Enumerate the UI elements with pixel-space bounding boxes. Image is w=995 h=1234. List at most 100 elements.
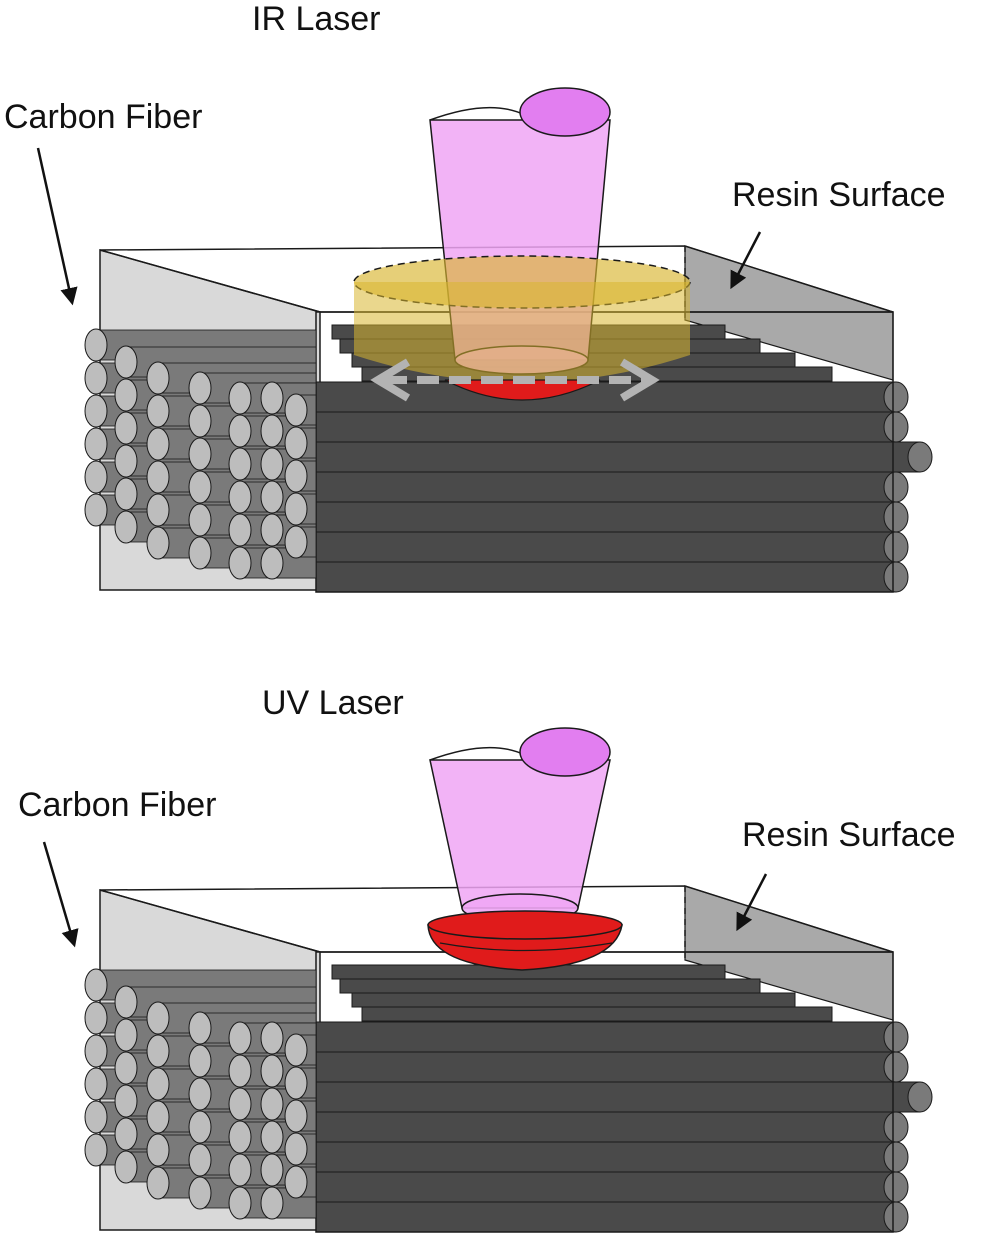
fiber-end-right xyxy=(907,441,933,473)
fiber-cross-section xyxy=(260,1153,284,1187)
ablation-zone-line xyxy=(439,942,613,952)
fiber-strand xyxy=(315,1021,897,1053)
fiber-cross-section xyxy=(84,1100,108,1134)
heat-spread-arrowhead-right xyxy=(619,358,660,402)
fiber-cross-section xyxy=(114,378,138,412)
fiber-cross-section xyxy=(188,437,212,471)
fiber-strand xyxy=(339,978,761,994)
fiber-cross-section xyxy=(284,1132,308,1166)
fiber-cross-section xyxy=(260,381,284,415)
fiber-end-right xyxy=(907,1081,933,1113)
fiber-cross-section xyxy=(114,477,138,511)
resin-surface-pointer-arrow xyxy=(730,231,762,290)
fiber-cross-section xyxy=(146,1133,170,1167)
fiber-strand xyxy=(315,1111,897,1143)
fiber-cross-section xyxy=(228,381,252,415)
ir-laser-label: IR Laser xyxy=(252,0,381,38)
fiber-cross-section xyxy=(260,480,284,514)
carbon-fiber-pointer-arrow xyxy=(42,841,79,948)
fiber-end-right xyxy=(883,1051,909,1083)
fiber-cross-section xyxy=(146,526,170,560)
fiber-cross-section xyxy=(228,1153,252,1187)
fiber-cross-section xyxy=(114,444,138,478)
fiber-cross-section xyxy=(188,1077,212,1111)
fiber-cross-section xyxy=(114,1084,138,1118)
fiber-end-right xyxy=(883,1021,909,1053)
fiber-cross-section xyxy=(188,404,212,438)
fiber-cross-section xyxy=(84,460,108,494)
fiber-cross-section xyxy=(284,426,308,460)
fiber-cross-section xyxy=(188,536,212,570)
laser-rim-left xyxy=(429,746,526,761)
fiber-strand xyxy=(315,1201,897,1233)
fiber-strand xyxy=(315,531,897,563)
fiber-end-right xyxy=(883,411,909,443)
fiber-cross-section xyxy=(228,480,252,514)
fiber-cross-section xyxy=(284,1165,308,1199)
fiber-cross-section xyxy=(260,1054,284,1088)
fiber-cross-section xyxy=(146,1001,170,1035)
fiber-cross-section xyxy=(114,345,138,379)
fiber-cross-section xyxy=(284,393,308,427)
heat-zone-body xyxy=(354,282,690,383)
fiber-end-right xyxy=(883,1201,909,1233)
fiber-cross-section xyxy=(260,546,284,580)
fiber-cross-section xyxy=(188,503,212,537)
fiber-cross-section xyxy=(84,968,108,1002)
fiber-cross-section xyxy=(188,371,212,405)
uv-resin-surface-label: Resin Surface xyxy=(742,816,956,854)
fiber-cross-section xyxy=(114,411,138,445)
fiber-cross-section xyxy=(228,546,252,580)
fiber-cross-section xyxy=(228,1186,252,1220)
fiber-cross-section xyxy=(188,1011,212,1045)
fiber-cross-section xyxy=(284,459,308,493)
fiber-cross-section xyxy=(146,361,170,395)
fiber-strand xyxy=(315,441,921,473)
fiber-cross-section xyxy=(84,328,108,362)
fiber-cross-section xyxy=(146,1166,170,1200)
fiber-end-right xyxy=(883,531,909,563)
fiber-end-right xyxy=(883,501,909,533)
fiber-cross-section xyxy=(228,1054,252,1088)
heat-spread-arrowhead-left xyxy=(370,358,411,402)
fiber-end-right xyxy=(883,1171,909,1203)
fiber-cross-section xyxy=(84,493,108,527)
fiber-cross-section xyxy=(228,1120,252,1154)
fiber-cross-section xyxy=(146,460,170,494)
laser-rim-right xyxy=(519,87,611,137)
fiber-cross-section xyxy=(260,447,284,481)
fiber-cross-section xyxy=(84,1001,108,1035)
fiber-cross-section xyxy=(228,1087,252,1121)
fiber-cross-section xyxy=(228,513,252,547)
fiber-end-right xyxy=(883,1141,909,1173)
fiber-strand xyxy=(315,471,897,503)
carbon-fiber-pointer-arrow xyxy=(36,147,78,306)
fiber-strand xyxy=(315,561,897,593)
fiber-strand xyxy=(315,1081,921,1113)
fiber-cross-section xyxy=(114,985,138,1019)
fiber-strand xyxy=(315,411,897,443)
laser-beam-icon xyxy=(429,759,611,909)
fiber-cross-section xyxy=(260,414,284,448)
ir-carbon-fiber-label: Carbon Fiber xyxy=(4,98,203,136)
fiber-end-right xyxy=(883,1111,909,1143)
fiber-cross-section xyxy=(146,1067,170,1101)
fiber-cross-section xyxy=(228,447,252,481)
fiber-cross-section xyxy=(146,1034,170,1068)
fiber-cross-section xyxy=(84,427,108,461)
fiber-cross-section xyxy=(284,525,308,559)
fiber-strand xyxy=(315,501,897,533)
fiber-strand xyxy=(315,1171,897,1203)
laser-rim-left xyxy=(429,106,526,121)
fiber-cross-section xyxy=(188,1110,212,1144)
fiber-cross-section xyxy=(146,427,170,461)
fiber-end-right xyxy=(883,381,909,413)
fiber-cross-section xyxy=(146,493,170,527)
fiber-cross-section xyxy=(284,1066,308,1100)
fiber-cross-section xyxy=(284,1099,308,1133)
fiber-cross-section xyxy=(114,1051,138,1085)
fiber-cross-section xyxy=(84,394,108,428)
fiber-cross-section xyxy=(260,1120,284,1154)
fiber-cross-section xyxy=(84,1067,108,1101)
